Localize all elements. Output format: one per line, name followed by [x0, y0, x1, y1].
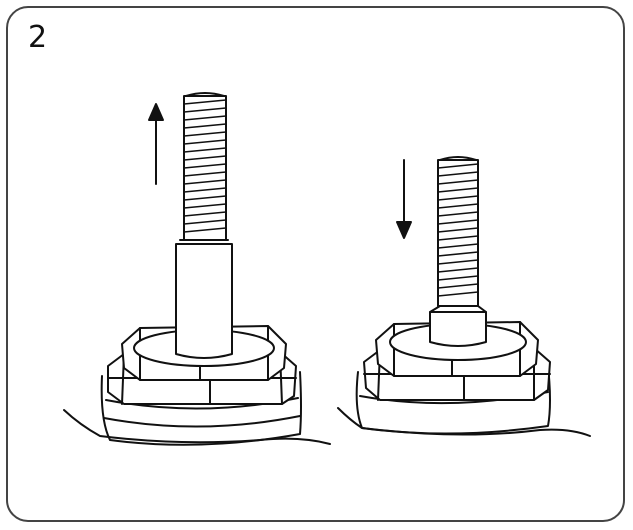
right-foot-assembly: [337, 156, 591, 437]
arrow-down-icon: [396, 159, 412, 239]
arrow-up-icon: [148, 103, 164, 185]
right-ground-line: [337, 407, 591, 437]
left-shaft: [175, 243, 233, 359]
step-number: 2: [28, 20, 48, 55]
left-ground-line: [63, 409, 331, 445]
right-collar: [429, 311, 487, 347]
right-threaded-rod: [437, 159, 479, 307]
left-foot-assembly: [63, 92, 331, 446]
